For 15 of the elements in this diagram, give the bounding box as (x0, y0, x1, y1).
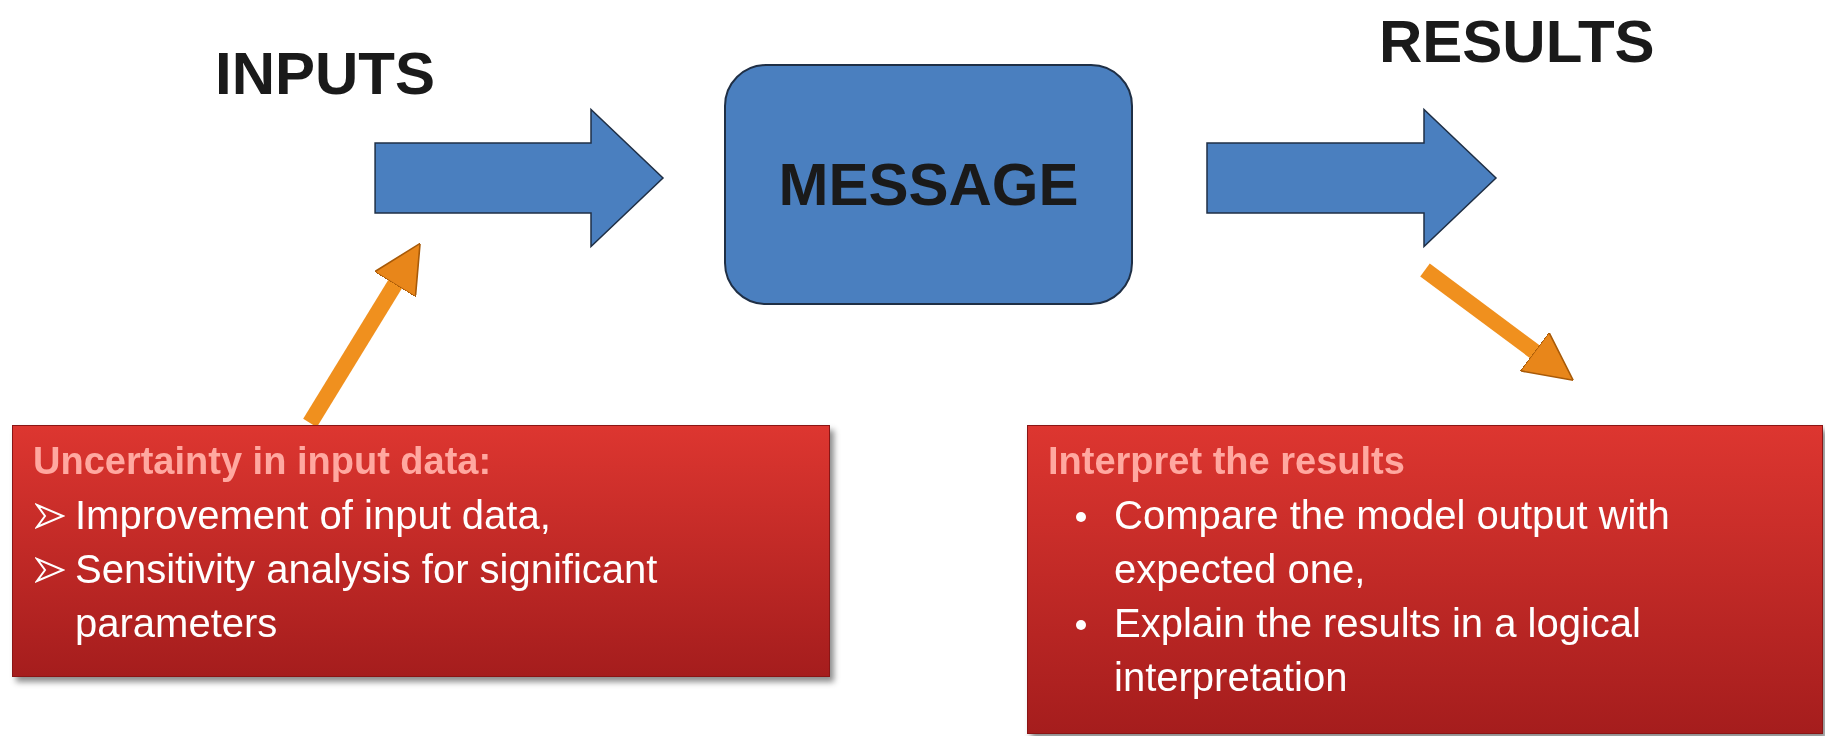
process-box (724, 64, 1133, 305)
block-arrow (1206, 107, 1498, 249)
block-arrow (374, 107, 665, 249)
heading-label: RESULTS (1379, 12, 1679, 74)
note-heading: Interpret the results (1048, 439, 1406, 484)
note-box (1027, 425, 1823, 734)
bullet-text: Compare the model output with expected one, (1114, 493, 1670, 591)
bullet-text: Sensitivity analysis for significant parameters (75, 547, 658, 645)
note-box (12, 425, 830, 677)
bullet-text: Explain the results in a logical interpretation (1114, 601, 1641, 699)
note-heading: Uncertainty in input data: (33, 439, 493, 484)
heading-label: INPUTS (215, 44, 455, 106)
bullet-text: Improvement of input data, (75, 493, 551, 537)
box-label: MESSAGE (778, 150, 1079, 219)
arrow (1420, 263, 1574, 381)
